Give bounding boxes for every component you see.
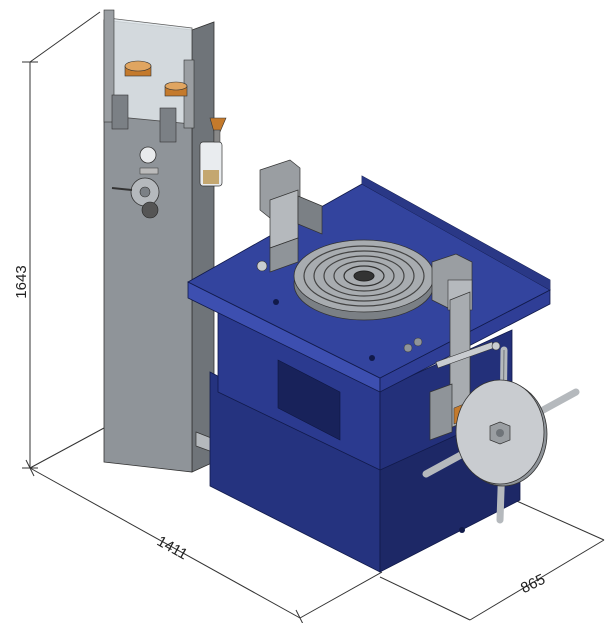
width-dimension-line [379, 576, 471, 621]
right-clamp-arm [429, 253, 501, 441]
gauge-icon [139, 146, 157, 164]
height-label: 1643 [13, 265, 30, 298]
length-label: 1411 [154, 533, 190, 564]
spiral-turntable [293, 239, 435, 321]
height-extension-top [29, 11, 101, 63]
machine-base [187, 175, 551, 573]
length-dimension-line [29, 467, 301, 619]
left-clamp-arm [259, 159, 323, 273]
pressure-gauge-icon [124, 60, 188, 97]
handwheel-icon[interactable] [422, 346, 580, 524]
width-dim [469, 539, 605, 621]
dimension-lines [22, 11, 605, 623]
height-extension-bottom [29, 427, 105, 469]
length-extension [299, 571, 383, 619]
width-label: 865 [518, 571, 548, 597]
width-extension [509, 497, 605, 541]
filter-regulator-icon [199, 117, 227, 187]
